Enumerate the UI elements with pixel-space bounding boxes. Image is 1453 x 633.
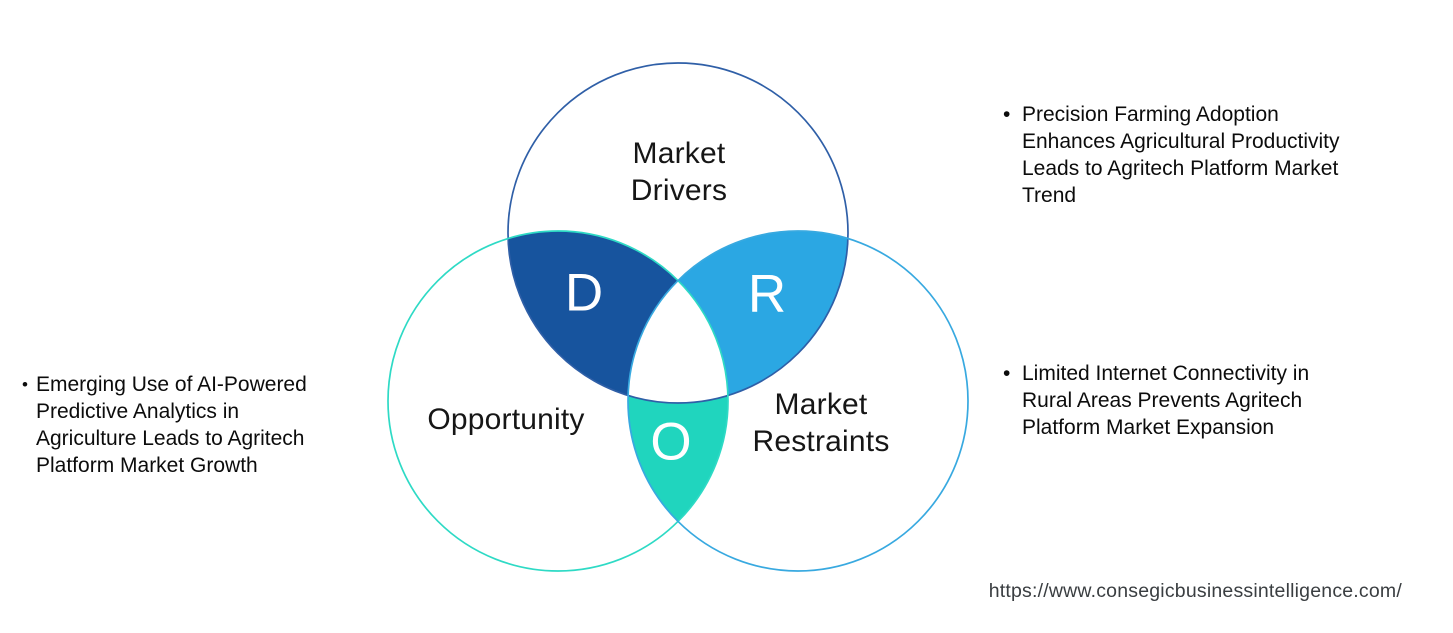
label-market-drivers: Market Drivers (630, 137, 728, 207)
bullet-icon: • (1003, 362, 1011, 385)
letter-d-drivers: D (564, 263, 604, 323)
circle-market-drivers-outline (507, 62, 849, 404)
bullet-icon: • (1003, 103, 1011, 126)
circle-market-restraints-outline (627, 230, 969, 572)
circle-opportunity-outline (387, 230, 729, 572)
label-opportunity: Opportunity (427, 403, 585, 436)
letter-o-opportunity: O (650, 412, 692, 472)
bullet-restraints-text: Limited Internet Connectivity in Rural A… (1022, 362, 1310, 439)
bullet-drivers-text: Precision Farming Adoption Enhances Agri… (1022, 103, 1340, 207)
bullet-restraints-annotation: • Limited Internet Connectivity in Rural… (1003, 360, 1398, 441)
bullet-opportunity-text: Emerging Use of AI-Powered Predictive An… (36, 373, 307, 477)
source-url-link[interactable]: https://www.consegicbusinessintelligence… (988, 580, 1402, 602)
label-market-restraints: Market Restraints (752, 388, 890, 458)
bullet-icon: • (22, 375, 28, 394)
bullet-opportunity-annotation: • Emerging Use of AI-Powered Predictive … (22, 371, 367, 479)
bullet-drivers-annotation: • Precision Farming Adoption Enhances Ag… (1003, 101, 1403, 209)
letter-r-restraints: R (747, 264, 787, 324)
